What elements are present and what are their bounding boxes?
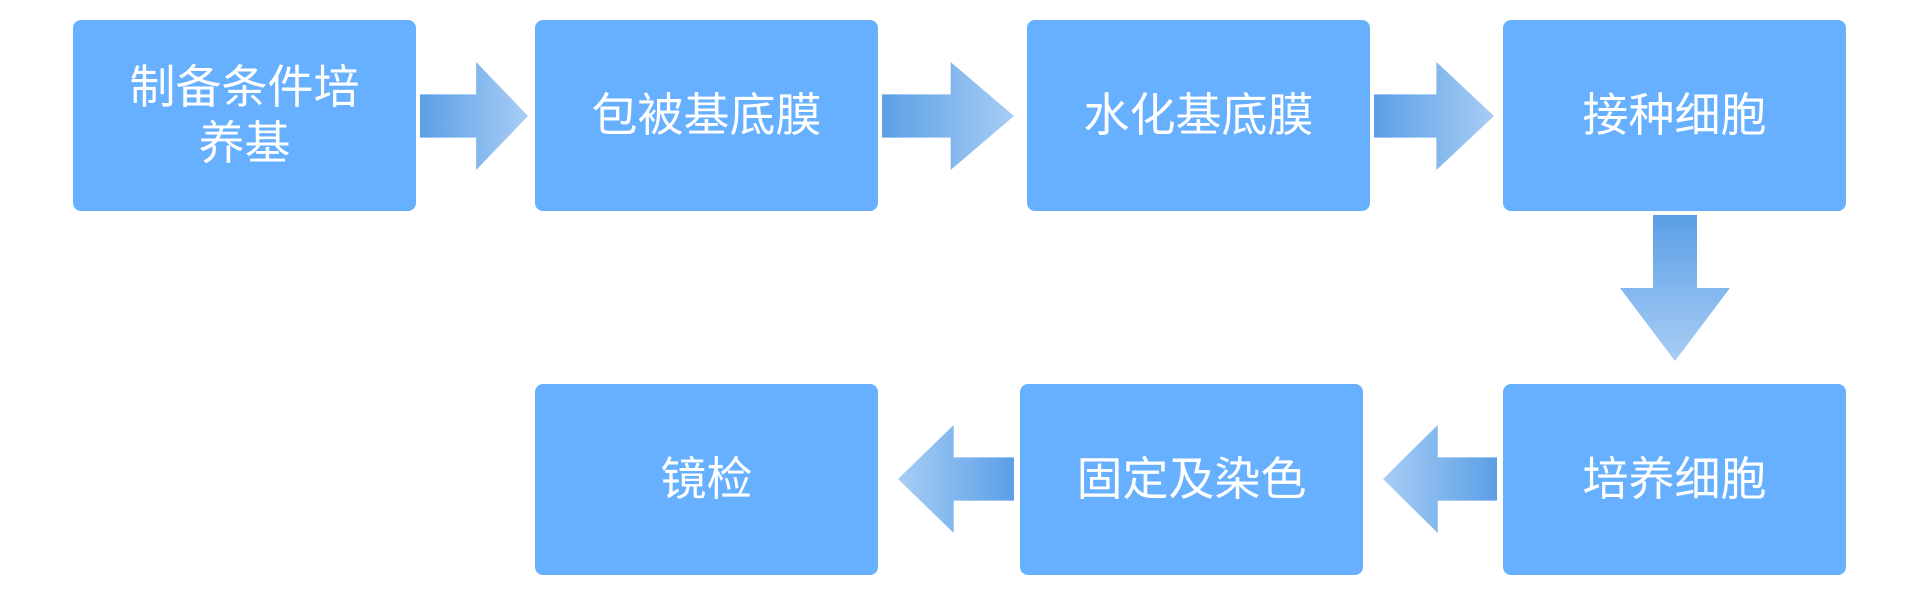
step-culture-cells: 培养细胞 [1503,384,1846,575]
step-label: 水化基底膜 [1083,87,1314,142]
arrow-down-icon [1620,215,1730,361]
step-label: 包被基底膜 [591,87,822,142]
arrow-left-icon [898,425,1014,533]
step-label: 接种细胞 [1582,87,1767,142]
step-label: 培养细胞 [1582,451,1767,506]
arrow-right-icon [1374,62,1494,170]
step-hydrate-basement-membrane: 水化基底膜 [1027,20,1370,211]
step-label: 镜检 [660,451,753,506]
step-coat-basement-membrane: 包被基底膜 [535,20,878,211]
step-label: 制备条件培养基 [129,60,360,170]
arrow-left-icon [1383,425,1497,533]
arrow-right-icon [420,62,528,170]
step-microscopy: 镜检 [535,384,878,575]
step-label: 固定及染色 [1076,451,1307,506]
step-seed-cells: 接种细胞 [1503,20,1846,211]
step-fix-and-stain: 固定及染色 [1020,384,1363,575]
step-prepare-conditioned-medium: 制备条件培养基 [73,20,416,211]
arrow-right-icon [882,62,1014,170]
